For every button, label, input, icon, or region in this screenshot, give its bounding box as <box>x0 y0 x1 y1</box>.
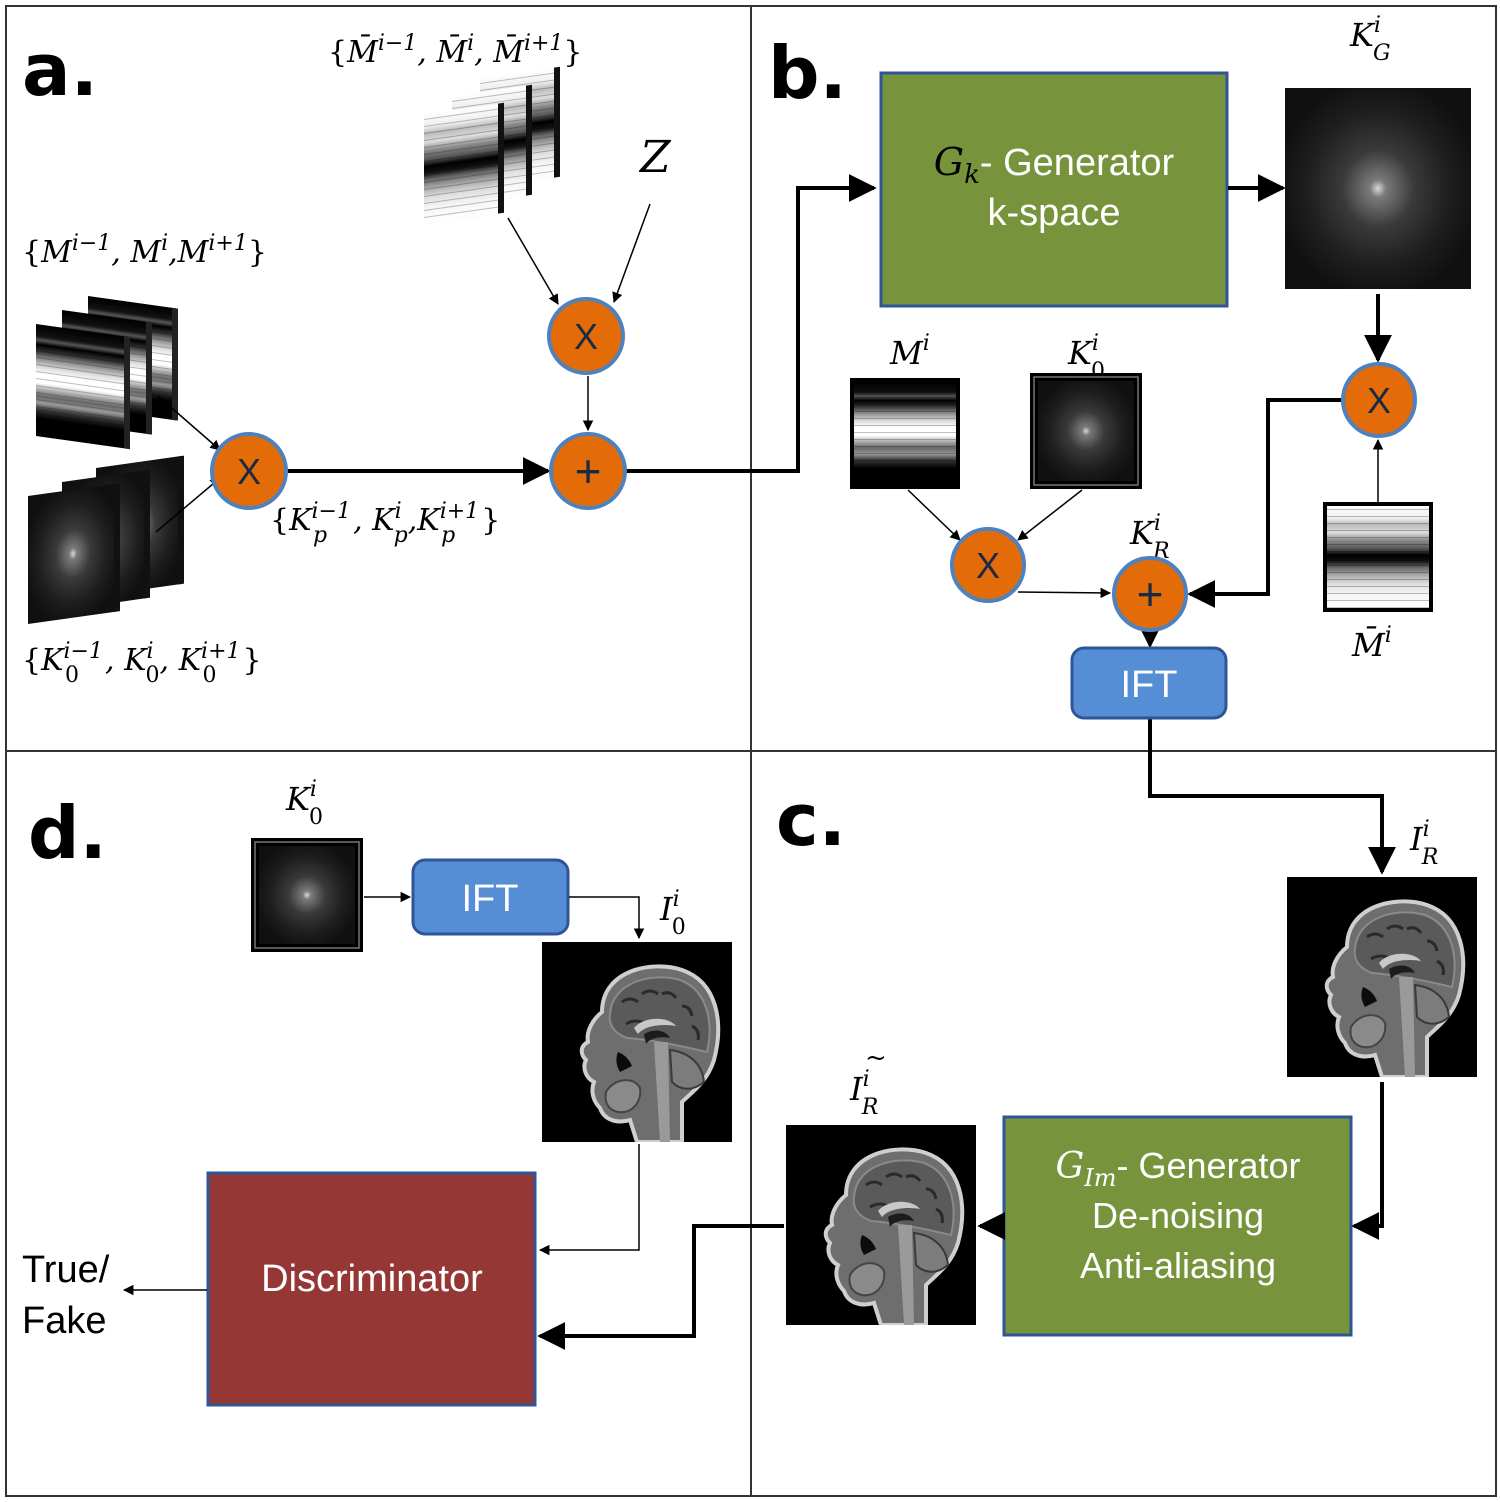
panel-a: a. {M̄i−1, M̄i, M̄i+1} Z {Mi−1, Mi,Mi+1} <box>22 28 877 688</box>
add-operator-b[interactable]: + <box>1112 556 1188 632</box>
svg-text:IFT: IFT <box>462 878 519 920</box>
multiply-operator-a2[interactable]: X <box>547 297 625 375</box>
arrow-add-to-generator-k <box>626 174 877 473</box>
panel-d-connectors <box>122 891 645 1296</box>
tilde-accent: ~ <box>865 1043 887 1073</box>
generator-image-denoising: De-noising <box>1092 1195 1264 1236</box>
generator-image-antialiasing: Anti-aliasing <box>1080 1245 1276 1286</box>
add-operator-a[interactable]: + <box>549 432 627 510</box>
panel-b-label: b. <box>768 31 847 115</box>
arrow-kspace-to-multiply <box>155 477 221 533</box>
generator-image-box[interactable]: GIm- Generator De-noising Anti-aliasing <box>1002 1115 1353 1337</box>
arrow-maskbar-to-multiply <box>507 217 559 305</box>
noise-z-label: Z <box>638 132 672 183</box>
svg-text:+: + <box>1137 568 1164 620</box>
ift-button-d[interactable]: IFT <box>411 858 570 936</box>
mask-bar-i-label: M̄i <box>1351 623 1392 664</box>
mask-bar-set-label: {M̄i−1, M̄i, M̄i+1} <box>328 31 582 70</box>
output-true-label: True/ <box>22 1249 110 1291</box>
panel-a-label: a. <box>22 28 98 112</box>
k0-kspace-image-d <box>251 838 363 952</box>
kspace-stack-image <box>28 455 184 624</box>
svg-text:+: + <box>575 445 602 497</box>
svg-text:X: X <box>1367 380 1391 421</box>
arrow-mask-to-multiply <box>157 395 221 451</box>
generator-image-title: GIm- Generator <box>1055 1145 1300 1192</box>
i0-mri-image <box>542 942 732 1142</box>
ir-mri-image <box>1287 877 1477 1077</box>
panel-d-label: d. <box>28 791 107 875</box>
panel-c-label: c. <box>776 778 846 862</box>
arrow-ift-to-ir <box>1148 718 1396 875</box>
svg-text:IFT: IFT <box>1121 664 1178 706</box>
svg-text:X: X <box>976 545 1000 586</box>
arrow-ir-tilde-to-discriminator <box>537 1224 784 1350</box>
mask-bar-i-image <box>1323 502 1433 612</box>
arrow-ir-to-generator-im <box>1351 1082 1384 1240</box>
mask-i-image <box>850 378 960 489</box>
generator-kspace-title: Gk- Generator <box>934 140 1175 190</box>
panel-c-connectors <box>537 1082 1384 1350</box>
ift-button-b[interactable]: IFT <box>1070 646 1228 720</box>
panel-b-connectors <box>907 174 1396 875</box>
svg-text:Discriminator: Discriminator <box>261 1258 483 1300</box>
arrow-multiply-to-add-b <box>1017 587 1112 599</box>
panel-a-connectors <box>155 174 877 533</box>
mask-i-label: Mi <box>889 331 930 372</box>
mask-bar-stack-image <box>424 66 560 224</box>
arrow-k0-to-multiply-b <box>1017 489 1083 541</box>
arrow-z-to-multiply <box>612 203 651 303</box>
discriminator-box[interactable]: Discriminator <box>206 1171 537 1407</box>
svg-text:X: X <box>574 316 598 357</box>
mask-stack-image <box>36 296 178 450</box>
kg-kspace-image <box>1285 88 1471 289</box>
multiply-operator-b-right[interactable]: X <box>1341 362 1417 438</box>
generator-kspace-subtitle: k-space <box>987 192 1120 234</box>
mask-set-label: {Mi−1, Mi,Mi+1} <box>22 231 267 270</box>
arrow-ift-to-i0 <box>569 896 645 940</box>
panel-borders <box>5 5 1497 1497</box>
svg-text:X: X <box>237 451 261 492</box>
generator-kspace-box[interactable]: Gk- Generator k-space <box>879 71 1229 308</box>
multiply-operator-a1[interactable]: X <box>210 432 288 510</box>
ir-tilde-mri-image <box>786 1125 976 1325</box>
output-fake-label: Fake <box>22 1300 106 1342</box>
arrow-i0-to-discriminator <box>538 1144 640 1256</box>
k0-kspace-image-b <box>1030 373 1142 489</box>
arrow-mask-to-multiply-b <box>907 489 961 541</box>
arrow-multiply-right-to-add <box>1187 398 1343 608</box>
multiply-operator-b-left[interactable]: X <box>950 527 1026 603</box>
